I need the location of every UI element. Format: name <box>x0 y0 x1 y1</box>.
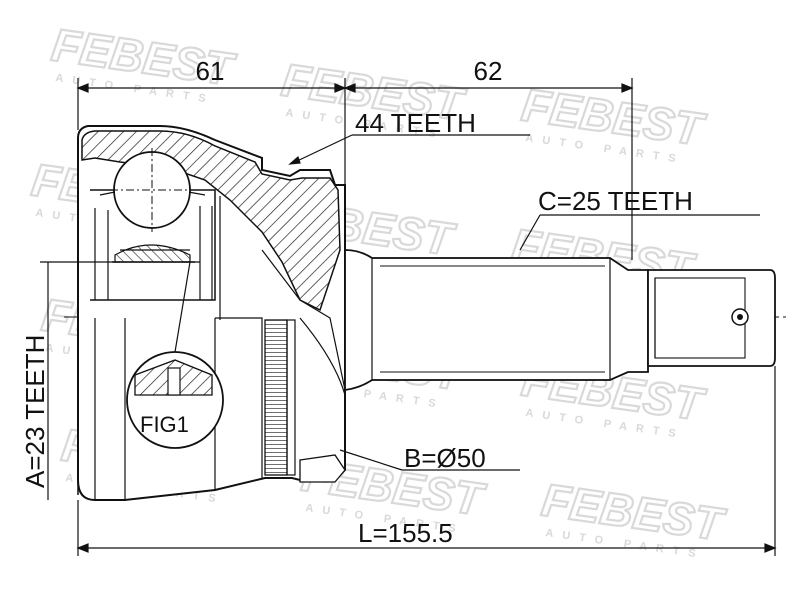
ball <box>110 148 194 232</box>
dimension-lines <box>40 78 777 556</box>
fig1-detail <box>126 261 224 449</box>
dim-62-label: 62 <box>474 56 503 86</box>
fig1-label: FIG1 <box>140 412 189 437</box>
dim-61-label: 61 <box>196 56 225 86</box>
shaft-spline-label: C=25 TEETH <box>538 186 693 216</box>
inner-spline-label: A=23 TEETH <box>20 335 50 488</box>
total-length-label: L=155.5 <box>358 518 453 548</box>
seal-diameter-label: B=Ø50 <box>404 443 486 473</box>
outer-spline-label: 44 TEETH <box>355 108 476 138</box>
shaft <box>344 249 776 392</box>
